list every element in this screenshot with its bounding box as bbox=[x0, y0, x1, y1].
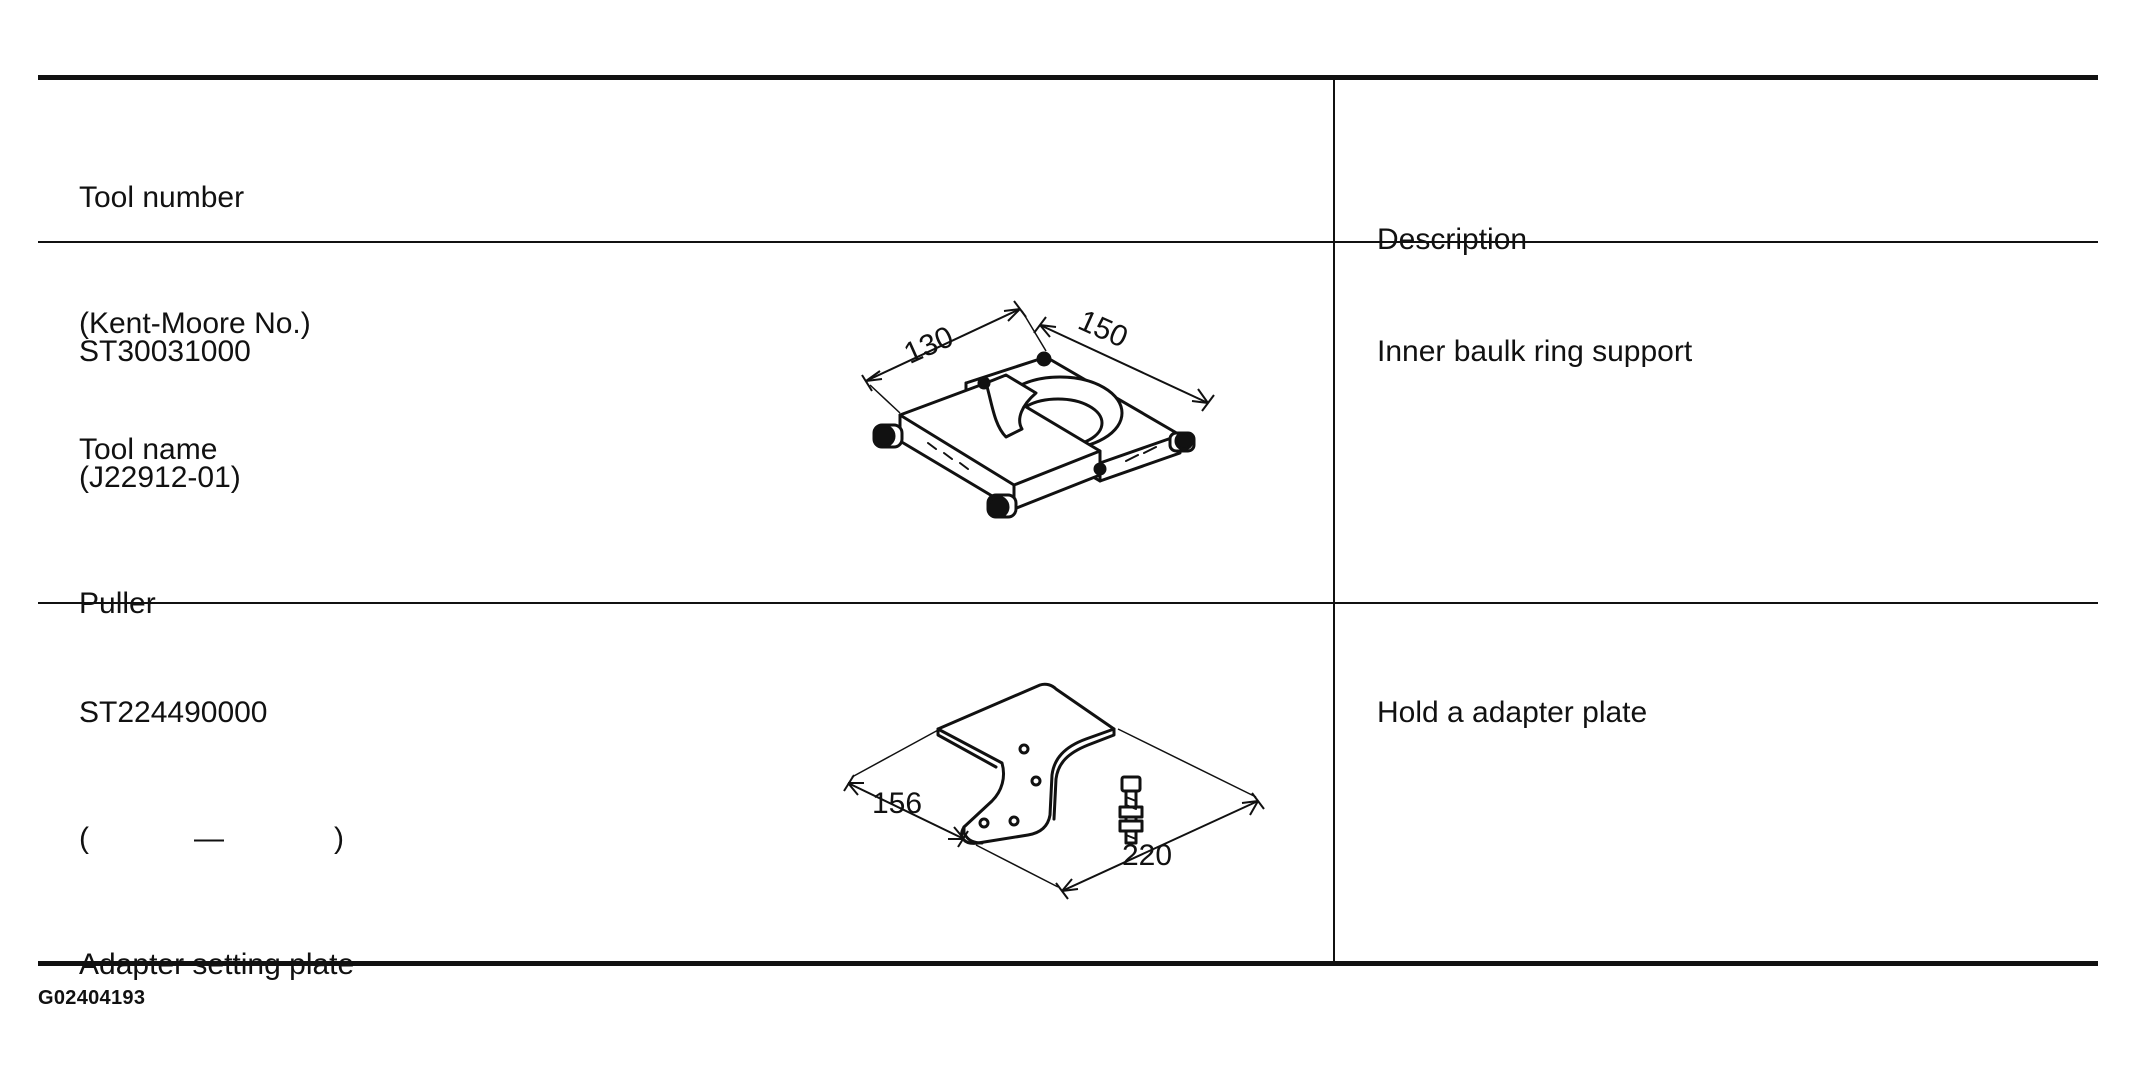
row1-tool-cell: ST30031000 (J22912-01) Puller bbox=[79, 247, 251, 709]
row-separator bbox=[38, 602, 2098, 604]
special-service-tools-table: Tool number (Kent-Moore No.) Tool name D… bbox=[38, 75, 2098, 981]
plate-dim-156: 156 bbox=[872, 787, 922, 820]
row2-tool-name: Adapter setting plate bbox=[79, 948, 355, 981]
row2-kent-moore-dash: — bbox=[194, 822, 224, 855]
row1-kent-moore: (J22912-01) bbox=[79, 461, 241, 494]
table-top-rule bbox=[38, 75, 2098, 80]
row1-tool-name: Puller bbox=[79, 587, 156, 620]
row1-description: Inner baulk ring support bbox=[1377, 335, 1693, 368]
row2-kent-moore-open: ( bbox=[79, 822, 89, 855]
row2-description: Hold a adapter plate bbox=[1377, 696, 1648, 729]
row2-kent-moore-close: ) bbox=[334, 822, 344, 855]
table-bottom-rule bbox=[38, 961, 2098, 966]
header-kent-moore: (Kent-Moore No.) bbox=[79, 307, 311, 340]
header-description-cell: Description bbox=[1377, 135, 1527, 345]
plate-dim-220: 220 bbox=[1122, 839, 1172, 872]
adapter-plate-illustration: 156 220 bbox=[843, 682, 1265, 900]
header-tool-number: Tool number bbox=[79, 181, 245, 214]
row2-tool-cell: ST224490000 ( — ) Adapter setting plate bbox=[79, 608, 354, 1070]
row1-description-cell: Inner baulk ring support bbox=[1377, 247, 1692, 457]
row2-description-cell: Hold a adapter plate bbox=[1377, 608, 1647, 818]
puller-illustration: 130 150 bbox=[861, 300, 1215, 519]
row1-tool-number: ST30031000 bbox=[79, 335, 251, 368]
column-divider bbox=[1333, 80, 1335, 961]
row2-kent-moore: ( — ) bbox=[79, 818, 354, 860]
header-separator bbox=[38, 241, 2098, 243]
header-description: Description bbox=[1377, 223, 1528, 256]
puller-dim-130: 130 bbox=[899, 320, 958, 371]
header-tool-cell: Tool number (Kent-Moore No.) Tool name bbox=[79, 93, 311, 555]
header-tool-name: Tool name bbox=[79, 433, 218, 466]
figure-code: G02404193 bbox=[38, 987, 146, 1009]
puller-dim-150: 150 bbox=[1073, 304, 1132, 355]
row2-tool-number: ST224490000 bbox=[79, 696, 268, 729]
